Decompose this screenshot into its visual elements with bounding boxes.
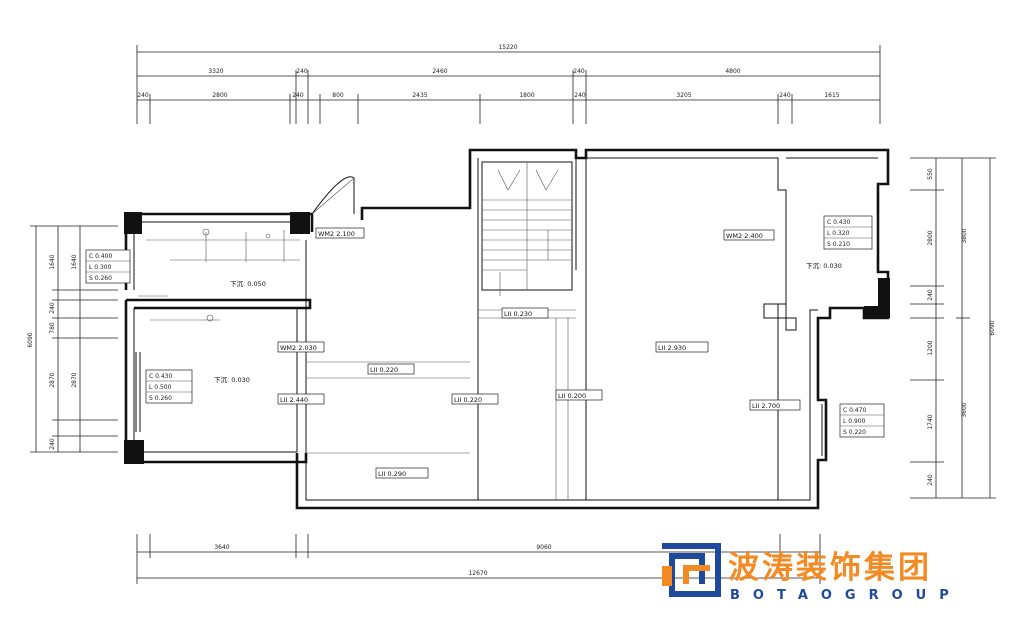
dim-top-r3-9: 1615 <box>824 92 839 99</box>
beam-tag-10: LII 2.700 <box>752 402 780 410</box>
table-ru-row-2: S 0.210 <box>827 241 850 248</box>
beam-tag-4: LII 0.220 <box>370 366 398 374</box>
level-lower-left: 下沉: 0.030 <box>214 376 250 384</box>
level-upper-right: 下沉: 0.030 <box>806 262 842 270</box>
dim-top-r3-7: 3205 <box>676 92 691 99</box>
right-dimension-chain: 6090 3800 3600 550 2800 240 1200 1740 24… <box>910 157 996 499</box>
dim-left-sub-0: 1640 <box>71 254 78 269</box>
left-room-fixtures <box>138 228 300 322</box>
dim-right-lower: 3600 <box>961 402 968 417</box>
level-labels: 下沉: 0.050 下沉: 0.030 下沉: 0.030 <box>214 262 842 384</box>
dim-right-upper: 3800 <box>961 228 968 243</box>
dim-top-r2-0: 3320 <box>208 68 223 75</box>
walls <box>124 148 890 510</box>
table-rl-row-1: L 0.900 <box>843 418 866 425</box>
beam-tag-1: WM2 2.100 <box>318 230 355 238</box>
table-rl-row-2: S 0.220 <box>843 429 866 436</box>
dim-top-r2-3: 240 <box>573 68 585 75</box>
dim-top-r3-3: 800 <box>332 92 344 99</box>
beam-tag-7: LII 0.200 <box>558 392 586 400</box>
dim-bottom-total: 12670 <box>468 570 487 577</box>
beam-tag-5: LII 0.220 <box>454 396 482 404</box>
brand-name-cn: 波涛装饰集团 <box>728 550 932 586</box>
table-left-lower: C 0.430 L 0.500 S 0.260 <box>145 369 193 404</box>
top-dimension-chain: 15220 3320 240 2460 240 4800 240 2800 24… <box>136 44 881 124</box>
dim-top-r3-4: 2435 <box>412 92 427 99</box>
table-ll-row-0: C 0.430 <box>149 373 172 380</box>
dim-top-r2-1: 240 <box>296 68 308 75</box>
dim-right-part-2: 240 <box>927 289 934 301</box>
left-dimension-chain: 6090 1640 240 780 2870 240 1640 2870 <box>27 225 118 453</box>
table-lu-row-1: L 0.300 <box>89 264 112 271</box>
table-right-upper: C 0.430 L 0.320 S 0.210 <box>823 215 873 250</box>
beam-tag-3: LII 2.440 <box>280 396 308 404</box>
brand-name-en: BOTAOGROUP <box>730 588 962 603</box>
staircase <box>481 161 573 296</box>
level-upper-left: 下沉: 0.050 <box>230 280 266 288</box>
dim-left-part-0: 1640 <box>49 254 56 269</box>
dim-top-r3-2: 240 <box>292 92 304 99</box>
brand-logo: 波涛装饰集团 BOTAOGROUP <box>662 543 962 603</box>
brand-mark-icon <box>662 543 721 597</box>
dim-right-part-4: 1740 <box>927 414 934 429</box>
beam-tag-6: LII 0.230 <box>504 310 532 318</box>
dim-bottom-0: 3640 <box>214 544 229 551</box>
dim-top-r3-6: 240 <box>574 92 586 99</box>
dim-right-part-5: 240 <box>927 474 934 486</box>
dim-right-total: 6090 <box>989 320 996 335</box>
table-rl-row-0: C 0.470 <box>843 407 866 414</box>
dim-bottom-1: 9060 <box>536 544 551 551</box>
beam-tag-9: LII 2.930 <box>658 344 686 352</box>
table-ll-row-2: S 0.260 <box>149 395 172 402</box>
dim-left-total: 6090 <box>27 332 34 347</box>
dim-top-total: 15220 <box>498 44 517 51</box>
dim-right-part-1: 2800 <box>927 230 934 245</box>
table-left-upper: C 0.400 L 0.300 S 0.260 <box>85 249 131 284</box>
dim-top-r3-5: 1800 <box>519 92 534 99</box>
dim-left-part-4: 240 <box>49 438 56 450</box>
dim-top-r2-2: 2460 <box>432 68 447 75</box>
dim-top-r3-1: 2800 <box>212 92 227 99</box>
dim-left-part-1: 240 <box>49 302 56 314</box>
table-ru-row-1: L 0.320 <box>827 230 850 237</box>
dim-left-sub-3: 2870 <box>71 372 78 387</box>
table-lu-row-2: S 0.260 <box>89 275 112 282</box>
table-ll-row-1: L 0.500 <box>149 384 172 391</box>
dim-right-part-0: 550 <box>927 168 934 180</box>
dim-top-r3-8: 240 <box>779 92 791 99</box>
beam-tag-11: WM2 2.400 <box>726 232 763 240</box>
dim-top-r2-4: 4800 <box>725 68 740 75</box>
dim-right-part-3: 1200 <box>927 340 934 355</box>
table-ru-row-0: C 0.430 <box>827 219 850 226</box>
beam-tags: WM2 2.100 WM2 2.030 LII 2.440 LII 0.220 … <box>277 227 801 479</box>
bottom-dimension-chain: 3640 9060 12670 <box>136 534 821 584</box>
table-lu-row-0: C 0.400 <box>89 253 112 260</box>
beam-tag-8: LII 0.290 <box>378 470 406 478</box>
dim-top-r3-0: 240 <box>137 92 149 99</box>
table-right-lower: C 0.470 L 0.900 S 0.220 <box>839 403 885 438</box>
beam-tag-2: WM2 2.030 <box>280 344 317 352</box>
dim-left-part-2: 780 <box>49 322 56 334</box>
dim-left-part-3: 2870 <box>49 372 56 387</box>
